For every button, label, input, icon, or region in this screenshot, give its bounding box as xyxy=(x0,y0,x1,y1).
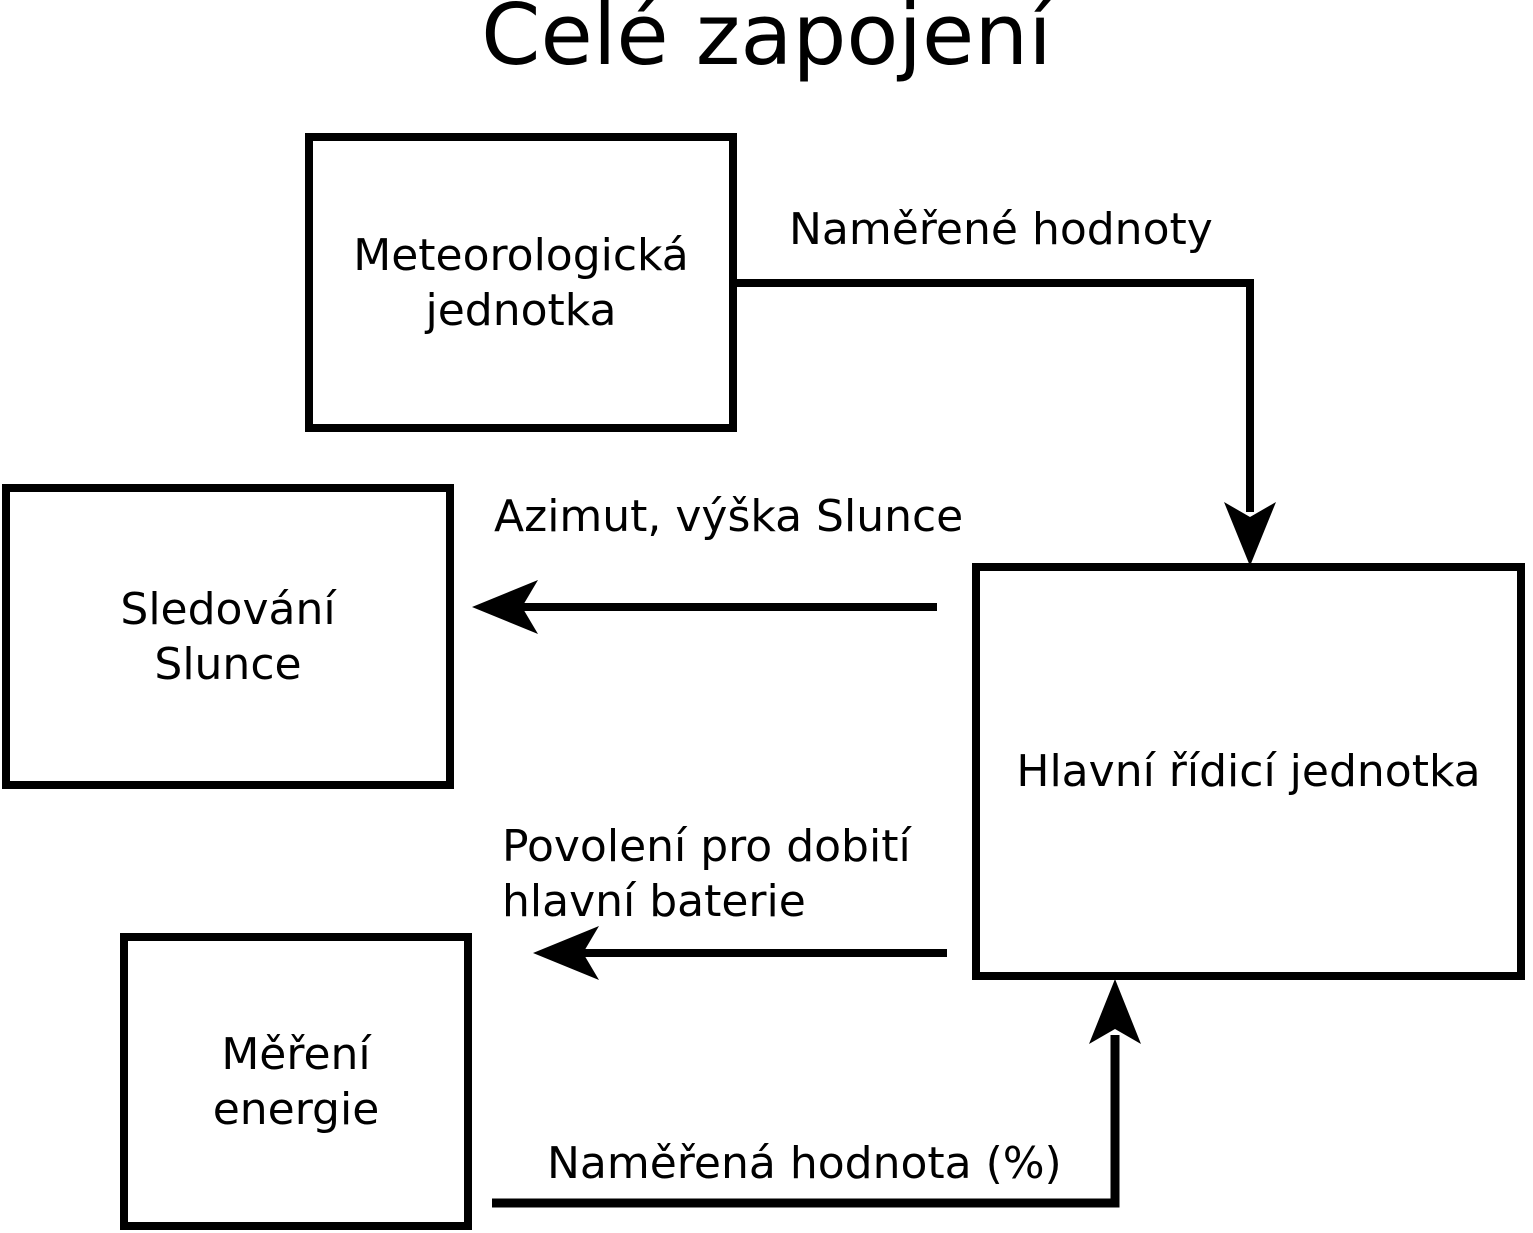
edge-label-namerene-hodnoty: Naměřené hodnoty xyxy=(789,204,1213,255)
edge-label-namerena-hodnota: Naměřená hodnota (%) xyxy=(547,1138,1062,1189)
arrow-left-head-icon xyxy=(472,580,538,634)
arrow-up-head-icon xyxy=(1089,979,1141,1044)
node-label: Hlavní řídicí jednotka xyxy=(1016,746,1481,797)
arrow-down-head-icon xyxy=(1224,502,1276,566)
edge-label-povoleni-pro-dobiti: Povolení pro dobití hlavní baterie xyxy=(502,821,911,927)
arrow-namerene-hodnoty-line xyxy=(737,279,1254,512)
node-label: Meteorologická jednotka xyxy=(353,229,689,336)
arrow-povoleni-pro-dobiti xyxy=(533,926,947,980)
node-label: Měření energie xyxy=(212,1028,380,1135)
arrow-namerena-line xyxy=(492,1035,1120,1208)
arrow-namerene-hodnoty xyxy=(737,279,1276,566)
edge-label-azimut-vyska-slunce: Azimut, výška Slunce xyxy=(494,491,964,542)
node-meteorologicka-jednotka: Meteorologická jednotka xyxy=(305,133,737,432)
arrow-namerena-hodnota xyxy=(492,979,1141,1208)
node-label: Sledování Slunce xyxy=(120,583,336,690)
node-mereni-energie: Měření energie xyxy=(120,933,472,1230)
page-title: Celé zapojení xyxy=(481,0,1052,85)
arrow-left-head-icon xyxy=(533,926,599,980)
arrow-azimut-vyska-slunce xyxy=(472,580,937,634)
node-hlavni-ridici-jednotka: Hlavní řídicí jednotka xyxy=(972,563,1525,980)
node-sledovani-slunce: Sledování Slunce xyxy=(2,484,454,789)
